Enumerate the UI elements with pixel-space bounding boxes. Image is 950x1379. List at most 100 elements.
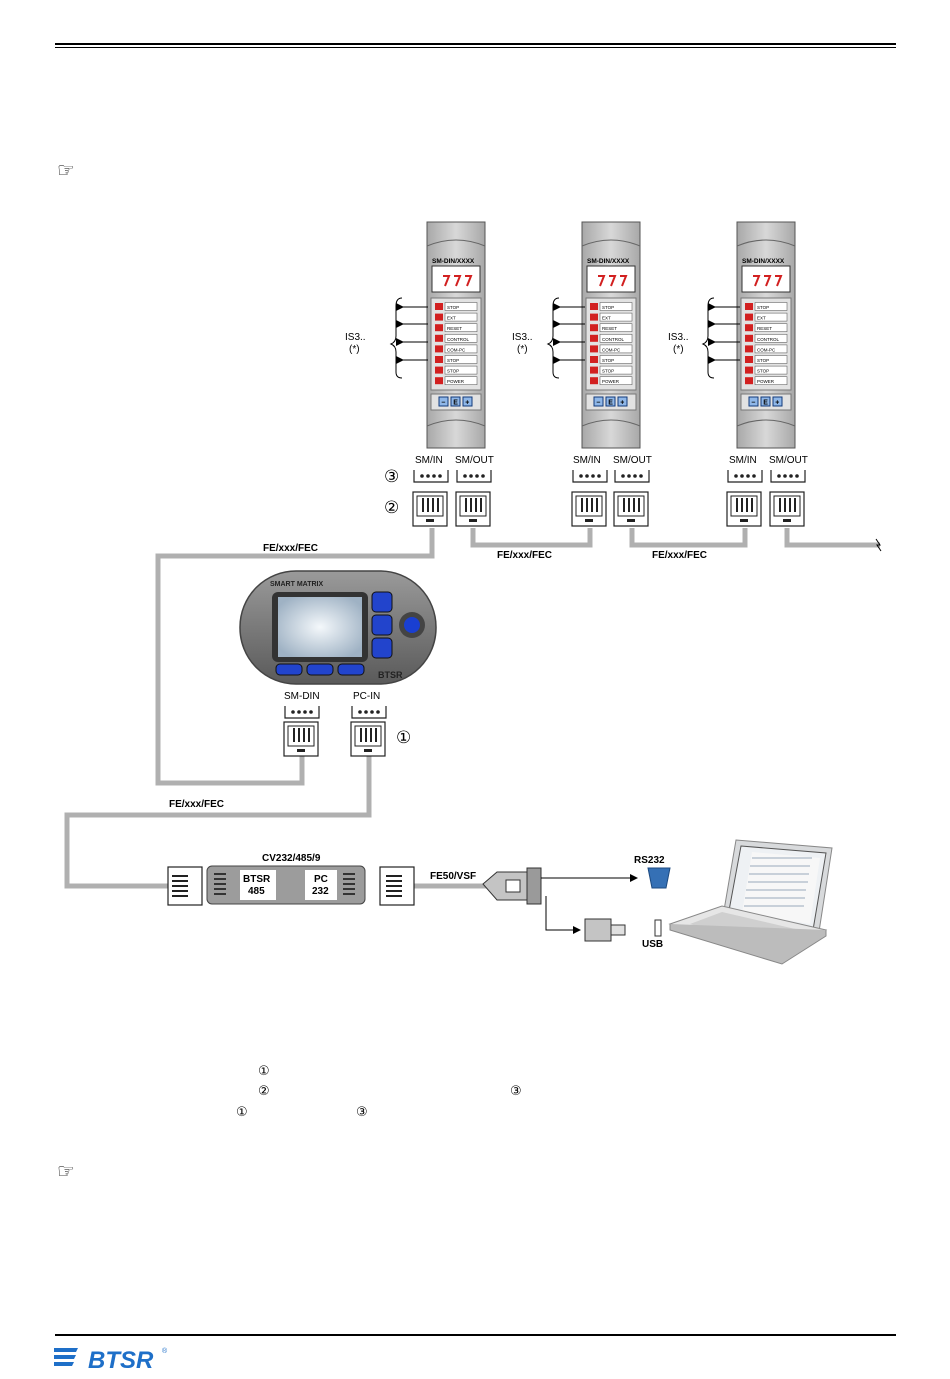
cable-label-bottom: FE/xxx/FEC (169, 799, 224, 810)
is3-label-2: IS3.. (512, 332, 533, 343)
led-label: STOP (447, 369, 459, 374)
module-title-3: SM-DIN/XXXX (742, 258, 785, 265)
sm-out-label-1: SM/OUT (455, 455, 494, 466)
led-label: STOP (447, 305, 459, 310)
note-marker-1: ① (258, 1064, 270, 1079)
plug-sm-in-2 (571, 491, 607, 527)
led-label-box (754, 312, 788, 322)
is3-label-3: IS3.. (668, 332, 689, 343)
led-label-box (599, 333, 633, 343)
footer-rule (55, 1334, 896, 1336)
sm-out-label-3: SM/OUT (769, 455, 808, 466)
pc-in-label: PC-IN (353, 691, 380, 702)
converter-body (167, 865, 415, 906)
led-label-box (754, 376, 788, 386)
led-label-box (444, 355, 478, 364)
converter-name: CV232/485/9 (262, 853, 321, 864)
led-label: STOP (602, 369, 614, 374)
led-label-box (444, 323, 478, 333)
status-led (590, 334, 598, 342)
status-led (590, 345, 598, 353)
laptop-image (668, 839, 833, 965)
led-label: COM-PC (447, 347, 466, 352)
is3-note-3: (*) (673, 344, 684, 355)
led-label-box (754, 333, 788, 343)
led-label-box (754, 355, 788, 364)
led-label: STOP (602, 358, 614, 363)
logo-reg: ® (162, 1347, 168, 1355)
cable-label-mid1: FE/xxx/FEC (497, 550, 552, 561)
module-button[interactable] (450, 396, 461, 407)
module-button[interactable] (748, 396, 759, 407)
led-label-box (444, 312, 478, 322)
led-label-box (599, 302, 633, 311)
logo-text: BTSR (88, 1347, 154, 1373)
led-label-box (754, 344, 788, 354)
pointing-hand-icon: ☞ (57, 158, 75, 182)
plug-sm-out-2 (613, 491, 649, 527)
socket-sm-in-3 (727, 469, 763, 483)
socket-sm-din (284, 705, 320, 719)
signal-brace (546, 297, 560, 379)
note-marker-3: ③ (510, 1084, 522, 1099)
converter-right-b: 232 (312, 886, 329, 897)
module-button-label: − (441, 400, 445, 407)
status-led (745, 345, 753, 353)
header-rule-thin (55, 47, 896, 48)
signal-brace (389, 297, 403, 379)
status-led (590, 303, 598, 310)
led-label: CONTROL (447, 337, 469, 342)
led-label: EXT (602, 316, 611, 321)
module-button[interactable] (617, 396, 628, 407)
note-marker-5: ③ (356, 1105, 368, 1120)
module-title-1: SM-DIN/XXXX (432, 258, 475, 265)
note-marker-4: ① (236, 1105, 248, 1120)
led-label: STOP (757, 369, 769, 374)
status-led (590, 324, 598, 332)
cable-label-mid2: FE/xxx/FEC (652, 550, 707, 561)
sm-in-label-1: SM/IN (415, 455, 443, 466)
status-led (745, 324, 753, 332)
rs232-port-icon (647, 867, 671, 889)
module-button-label: + (620, 400, 624, 407)
status-led (435, 345, 443, 353)
converter-left-b: 485 (248, 886, 265, 897)
cable-paths (64, 528, 880, 889)
status-led (745, 356, 753, 363)
plug-sm-din (283, 721, 319, 757)
module-button[interactable] (462, 396, 473, 407)
status-led (435, 334, 443, 342)
btsr-logo: BTSR ® (54, 1347, 168, 1373)
led-label-box (444, 365, 478, 375)
module-button[interactable] (593, 396, 604, 407)
plug-sm-in-1 (412, 491, 448, 527)
db9-connector (482, 867, 542, 905)
module-button-label: − (751, 400, 755, 407)
led-label-box (444, 333, 478, 343)
status-led (435, 324, 443, 332)
sm-in-label-2: SM/IN (573, 455, 601, 466)
module-button[interactable] (760, 396, 771, 407)
led-label: CONTROL (602, 337, 624, 342)
rs232-label: RS232 (634, 855, 665, 866)
module-button[interactable] (605, 396, 616, 407)
status-led (435, 366, 443, 374)
module-button[interactable] (772, 396, 783, 407)
module-button-label: E (763, 400, 768, 407)
module-button-label: + (465, 400, 469, 407)
led-label: EXT (447, 316, 456, 321)
led-label: STOP (757, 358, 769, 363)
led-label: STOP (602, 305, 614, 310)
btsr-device-logo: BTSR (378, 670, 403, 680)
led-label-box (599, 355, 633, 364)
plug-sm-in-3 (726, 491, 762, 527)
led-label: RESET (602, 326, 617, 331)
marker-1: ① (396, 728, 411, 747)
socket-sm-in-2 (572, 469, 608, 483)
led-label: POWER (447, 379, 465, 384)
sm-in-label-3: SM/IN (729, 455, 757, 466)
module-button[interactable] (438, 396, 449, 407)
smart-matrix-device (239, 570, 437, 685)
status-led (590, 366, 598, 374)
socket-sm-out-3 (770, 469, 806, 483)
